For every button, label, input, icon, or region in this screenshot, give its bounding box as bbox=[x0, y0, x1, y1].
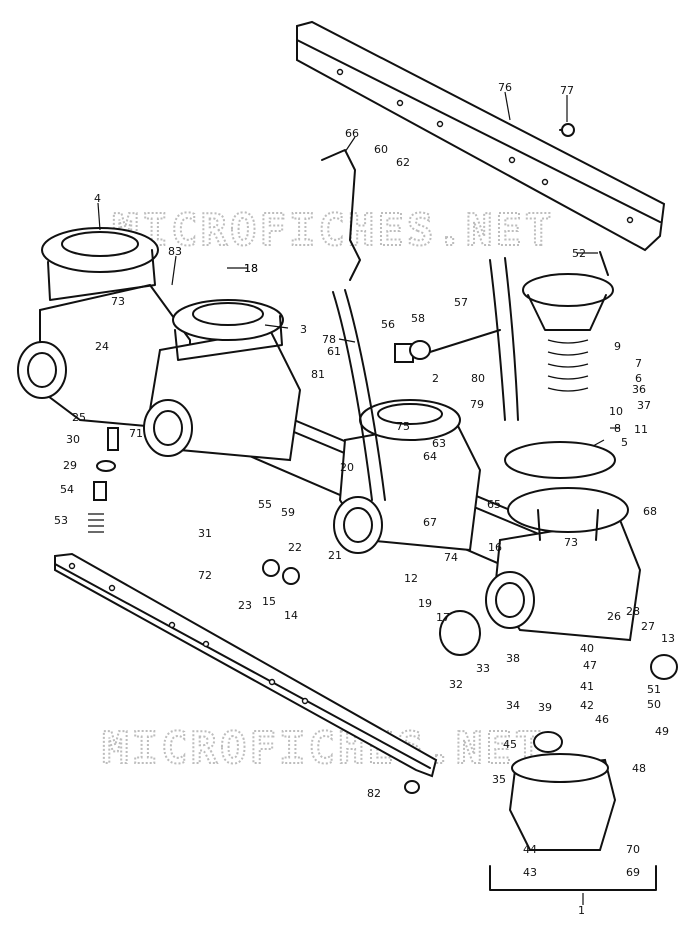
part-label: 73 bbox=[564, 536, 578, 549]
part-label: 73 bbox=[111, 295, 125, 308]
part-label: 16 bbox=[488, 541, 502, 554]
part-label: 27 bbox=[641, 620, 655, 633]
part-label: 50 bbox=[647, 698, 661, 711]
part-label: 20 bbox=[340, 461, 354, 474]
part-label: 53 bbox=[54, 514, 68, 527]
carburetor-bank bbox=[17, 123, 678, 891]
part-label: 26 bbox=[607, 610, 621, 623]
part-label: 9 bbox=[614, 340, 621, 353]
part-label: 78 bbox=[322, 333, 336, 346]
part-label: 2 bbox=[432, 372, 439, 385]
part-label: 54 bbox=[60, 483, 74, 496]
part-label: 44 bbox=[523, 843, 537, 856]
part-label: 59 bbox=[281, 506, 295, 519]
part-label: 72 bbox=[198, 569, 212, 582]
part-label: 7 bbox=[635, 357, 642, 370]
part-label: 39 bbox=[538, 701, 552, 714]
part-label: 49 bbox=[655, 725, 669, 738]
part-label: 40 bbox=[580, 642, 594, 655]
part-label: 30 bbox=[66, 433, 80, 446]
part-label: 18 bbox=[244, 262, 258, 275]
part-label: 6 bbox=[635, 372, 642, 385]
part-label: 65 bbox=[487, 498, 501, 511]
part-label: 58 bbox=[411, 312, 425, 325]
watermark-top: MICROFICHES.NET bbox=[112, 205, 554, 256]
part-label: 3 bbox=[300, 323, 307, 336]
part-label: 55 bbox=[258, 498, 272, 511]
bottom-bracket-bar bbox=[54, 552, 438, 778]
part-label: 8 bbox=[614, 422, 621, 435]
part-label: 63 bbox=[432, 437, 446, 450]
part-label: 25 bbox=[72, 411, 86, 424]
part-label: 48 bbox=[632, 762, 646, 775]
part-label: 83 bbox=[168, 245, 182, 258]
part-label: 19 bbox=[418, 597, 432, 610]
part-label: 31 bbox=[198, 527, 212, 540]
part-label: 56 bbox=[381, 318, 395, 331]
part-label: 41 bbox=[580, 680, 594, 693]
part-label: 80 bbox=[471, 372, 485, 385]
part-label: 5 bbox=[621, 436, 628, 449]
part-label: 18 bbox=[244, 262, 258, 275]
part-label: 75 bbox=[396, 420, 410, 433]
part-label: 45 bbox=[503, 738, 517, 751]
part-label: 47 bbox=[583, 659, 597, 672]
part-label: 60 bbox=[374, 143, 388, 156]
part-label: 13 bbox=[661, 632, 675, 645]
part-label: 28 bbox=[626, 605, 640, 618]
part-label: 15 bbox=[262, 595, 276, 608]
part-label: 37 bbox=[637, 399, 651, 412]
top-bracket-bar bbox=[296, 20, 666, 252]
part-label: 71 bbox=[129, 427, 143, 440]
part-label: 77 bbox=[560, 84, 574, 97]
part-label: 70 bbox=[626, 843, 640, 856]
part-number-labels: 1 2 3 4 5 6 7 8 9 10 11 12 13 14 15 16 1… bbox=[54, 81, 675, 917]
part-label: 42 bbox=[580, 699, 594, 712]
part-label: 33 bbox=[476, 662, 490, 675]
part-label: 82 bbox=[367, 787, 381, 800]
part-label: 21 bbox=[328, 549, 342, 562]
part-label: 12 bbox=[404, 572, 418, 585]
part-label: 38 bbox=[506, 652, 520, 665]
part-label: 35 bbox=[492, 773, 506, 786]
part-label: 36 bbox=[632, 383, 646, 396]
leader-lines bbox=[97, 91, 620, 905]
part-label: 61 bbox=[327, 345, 341, 358]
part-label: 24 bbox=[95, 340, 109, 353]
part-label: 51 bbox=[647, 683, 661, 696]
part-label: 46 bbox=[595, 713, 609, 726]
part-label: 62 bbox=[396, 156, 410, 169]
part-label: 68 bbox=[643, 505, 657, 518]
part-label: 14 bbox=[284, 609, 298, 622]
part-label: 67 bbox=[423, 516, 437, 529]
part-label: 22 bbox=[288, 541, 302, 554]
part-label: 76 bbox=[498, 81, 512, 94]
part-label: 66 bbox=[345, 127, 359, 140]
part-label: 74 bbox=[444, 551, 458, 564]
part-label: 17 bbox=[436, 611, 450, 624]
part-label: 23 bbox=[238, 599, 252, 612]
part-label: 79 bbox=[470, 398, 484, 411]
watermark-bottom: MICROFICHES.NET bbox=[102, 723, 544, 774]
part-label: 29 bbox=[63, 459, 77, 472]
part-label: 81 bbox=[311, 368, 325, 381]
part-label: 11 bbox=[634, 423, 648, 436]
part-label: 43 bbox=[523, 866, 537, 879]
part-label: 4 bbox=[94, 192, 101, 205]
part-label: 64 bbox=[423, 450, 437, 463]
part-label: 10 bbox=[609, 405, 623, 418]
part-label: 69 bbox=[626, 866, 640, 879]
part-label: 52 bbox=[572, 247, 586, 260]
part-label: 57 bbox=[454, 296, 468, 309]
part-label: 34 bbox=[506, 699, 520, 712]
part-label: 32 bbox=[449, 678, 463, 691]
part-label: 1 bbox=[578, 904, 585, 917]
